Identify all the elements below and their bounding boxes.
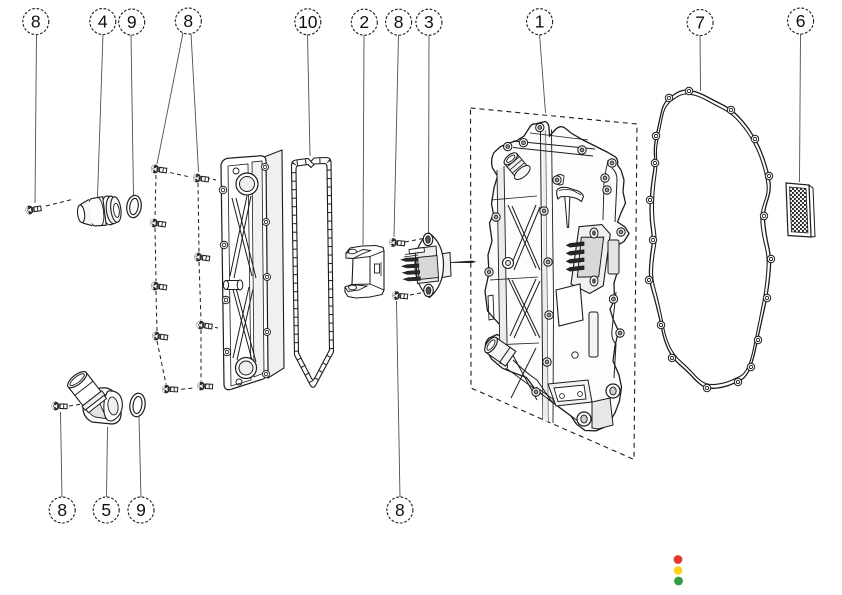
svg-text:8: 8 (183, 11, 193, 31)
svg-text:3: 3 (424, 12, 434, 32)
svg-text:1: 1 (535, 12, 545, 32)
svg-text:8: 8 (57, 500, 67, 520)
svg-text:8: 8 (31, 12, 41, 32)
svg-text:2: 2 (359, 12, 369, 32)
svg-text:8: 8 (394, 12, 404, 32)
svg-text:4: 4 (98, 12, 108, 32)
svg-text:8: 8 (395, 500, 405, 520)
svg-text:6: 6 (796, 11, 806, 31)
svg-text:7: 7 (695, 13, 705, 33)
svg-text:10: 10 (298, 12, 318, 32)
svg-text:9: 9 (136, 500, 146, 520)
svg-text:5: 5 (101, 500, 111, 520)
svg-text:9: 9 (127, 12, 137, 32)
